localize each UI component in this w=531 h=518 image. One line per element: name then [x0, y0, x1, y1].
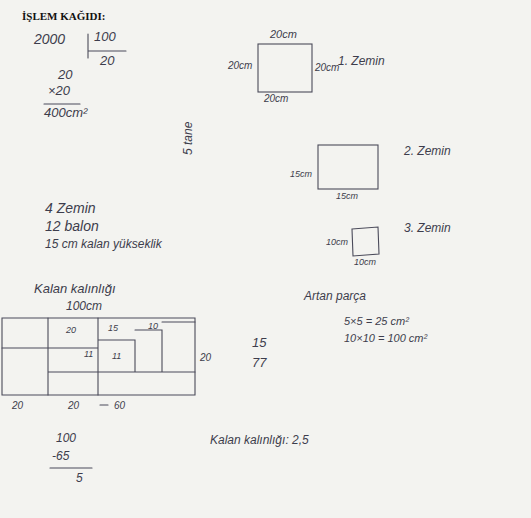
handwritten-note: 5	[76, 472, 83, 485]
handwritten-note: 20cm	[315, 62, 339, 73]
handwritten-note: ×20	[48, 84, 70, 98]
handwritten-note: 100	[56, 432, 76, 445]
handwritten-note: 15cm	[336, 192, 358, 202]
dash-mark	[100, 404, 108, 405]
handwritten-note: 20	[58, 68, 72, 82]
handwritten-note: Artan parça	[304, 290, 366, 303]
handwritten-note: 15	[108, 324, 118, 334]
sum-line	[44, 103, 80, 104]
handwritten-note: 4 Zemin	[45, 201, 96, 216]
handwritten-note: 20	[66, 326, 76, 336]
page-heading: İŞLEM KAĞIDI:	[22, 10, 105, 22]
handwritten-note: 77	[252, 356, 266, 370]
handwritten-note: 5 tane	[182, 122, 195, 155]
handwritten-note: Kalan kalınlığı	[34, 282, 116, 296]
handwritten-note: 15	[252, 336, 266, 350]
handwritten-note: 100	[94, 30, 116, 44]
handwritten-note: 15 cm kalan yükseklik	[45, 238, 162, 251]
handwritten-note: 20	[68, 400, 79, 411]
handwritten-note: 60	[114, 400, 125, 411]
handwritten-note: 20	[12, 400, 23, 411]
handwritten-note: 20cm	[228, 60, 252, 71]
handwritten-note: 11	[84, 350, 93, 360]
handwritten-note: 10cm	[354, 258, 376, 268]
handwritten-note: Kalan kalınlığı: 2,5	[210, 434, 309, 447]
handwritten-note: 15cm	[290, 170, 312, 180]
handwritten-note: 12 balon	[45, 219, 99, 234]
handwritten-note: 11	[112, 352, 121, 362]
handwritten-note: 100cm	[66, 300, 102, 313]
floor-square	[258, 44, 312, 92]
floor-square	[352, 227, 379, 256]
handwritten-note: 20cm	[264, 93, 288, 104]
handwritten-note: -65	[52, 450, 69, 463]
plan-grid	[2, 318, 195, 395]
plan-outline	[2, 318, 195, 395]
handwritten-note: 2. Zemin	[404, 145, 451, 158]
handwritten-note: 20	[200, 352, 211, 363]
handwritten-note: 1. Zemin	[338, 55, 385, 68]
handwritten-note: 3. Zemin	[404, 222, 451, 235]
sum-line	[50, 467, 92, 468]
handwritten-note: 400cm²	[44, 106, 87, 120]
handwritten-note: 10×10 = 100 cm²	[344, 332, 427, 344]
floor-square	[318, 145, 378, 189]
handwritten-note: 5×5 = 25 cm²	[344, 315, 409, 327]
handwritten-note: 10cm	[326, 238, 348, 248]
handwritten-note: 10	[148, 322, 158, 332]
handwritten-note: 20	[100, 54, 114, 68]
handwritten-note: 20cm	[270, 28, 297, 40]
handwritten-note: 2000	[34, 32, 65, 47]
